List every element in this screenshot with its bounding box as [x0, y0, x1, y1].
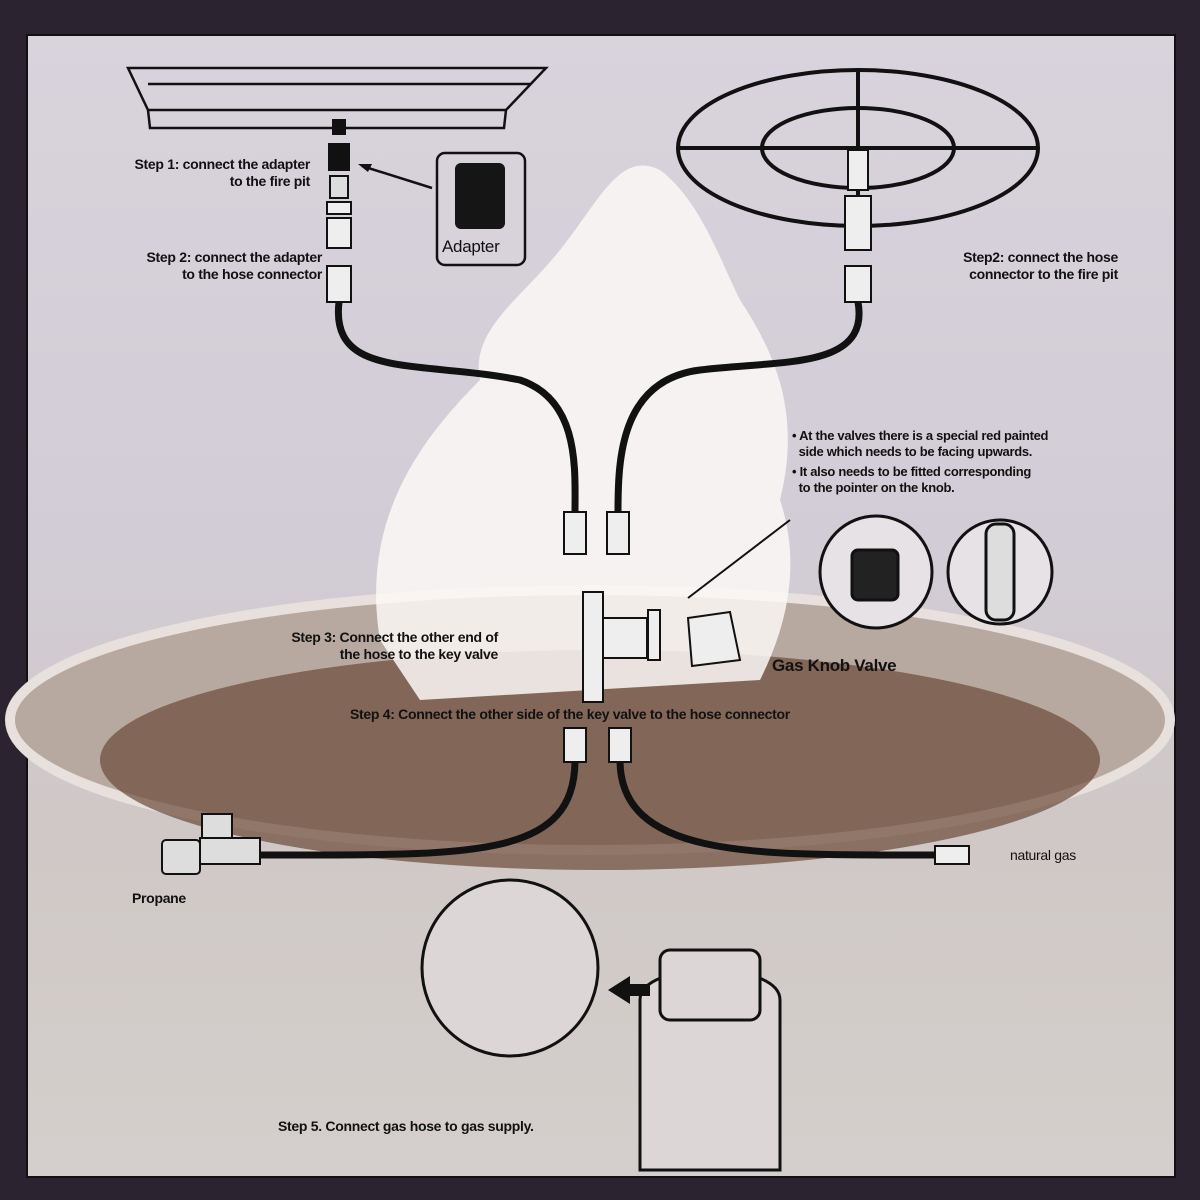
arrow-left-icon	[608, 976, 650, 1004]
fire-pit-pan-icon	[126, 66, 549, 130]
propane-label: Propane	[132, 890, 186, 906]
adapter-label: Adapter	[442, 237, 500, 256]
note-item: • It also needs to be fitted correspondi…	[792, 464, 1031, 495]
fire-glass-bed	[100, 650, 1100, 870]
adapter-icon	[455, 163, 505, 229]
propane-regulator-icon	[161, 813, 261, 875]
pointer-line	[687, 519, 791, 599]
right-fitting-stack	[844, 149, 872, 303]
adapter-fitting-stack	[326, 119, 352, 303]
note-item: • At the valves there is a special red p…	[792, 428, 1049, 459]
key-valve-icon	[582, 591, 742, 703]
valve-notes: • At the valves there is a special red p…	[792, 428, 1048, 496]
step4-label: Step 4: Connect the other side of the ke…	[350, 706, 790, 722]
hoses	[259, 301, 936, 859]
flame	[376, 165, 791, 701]
step5-label: Step 5. Connect gas hose to gas supply.	[278, 1118, 534, 1134]
natural-gas-label: natural gas	[1010, 847, 1076, 863]
hose-nuts	[563, 511, 970, 865]
gas-knob-label: Gas Knob Valve	[772, 656, 897, 675]
knob-detail-icons	[818, 514, 1054, 630]
adapter-arrow	[361, 164, 433, 190]
